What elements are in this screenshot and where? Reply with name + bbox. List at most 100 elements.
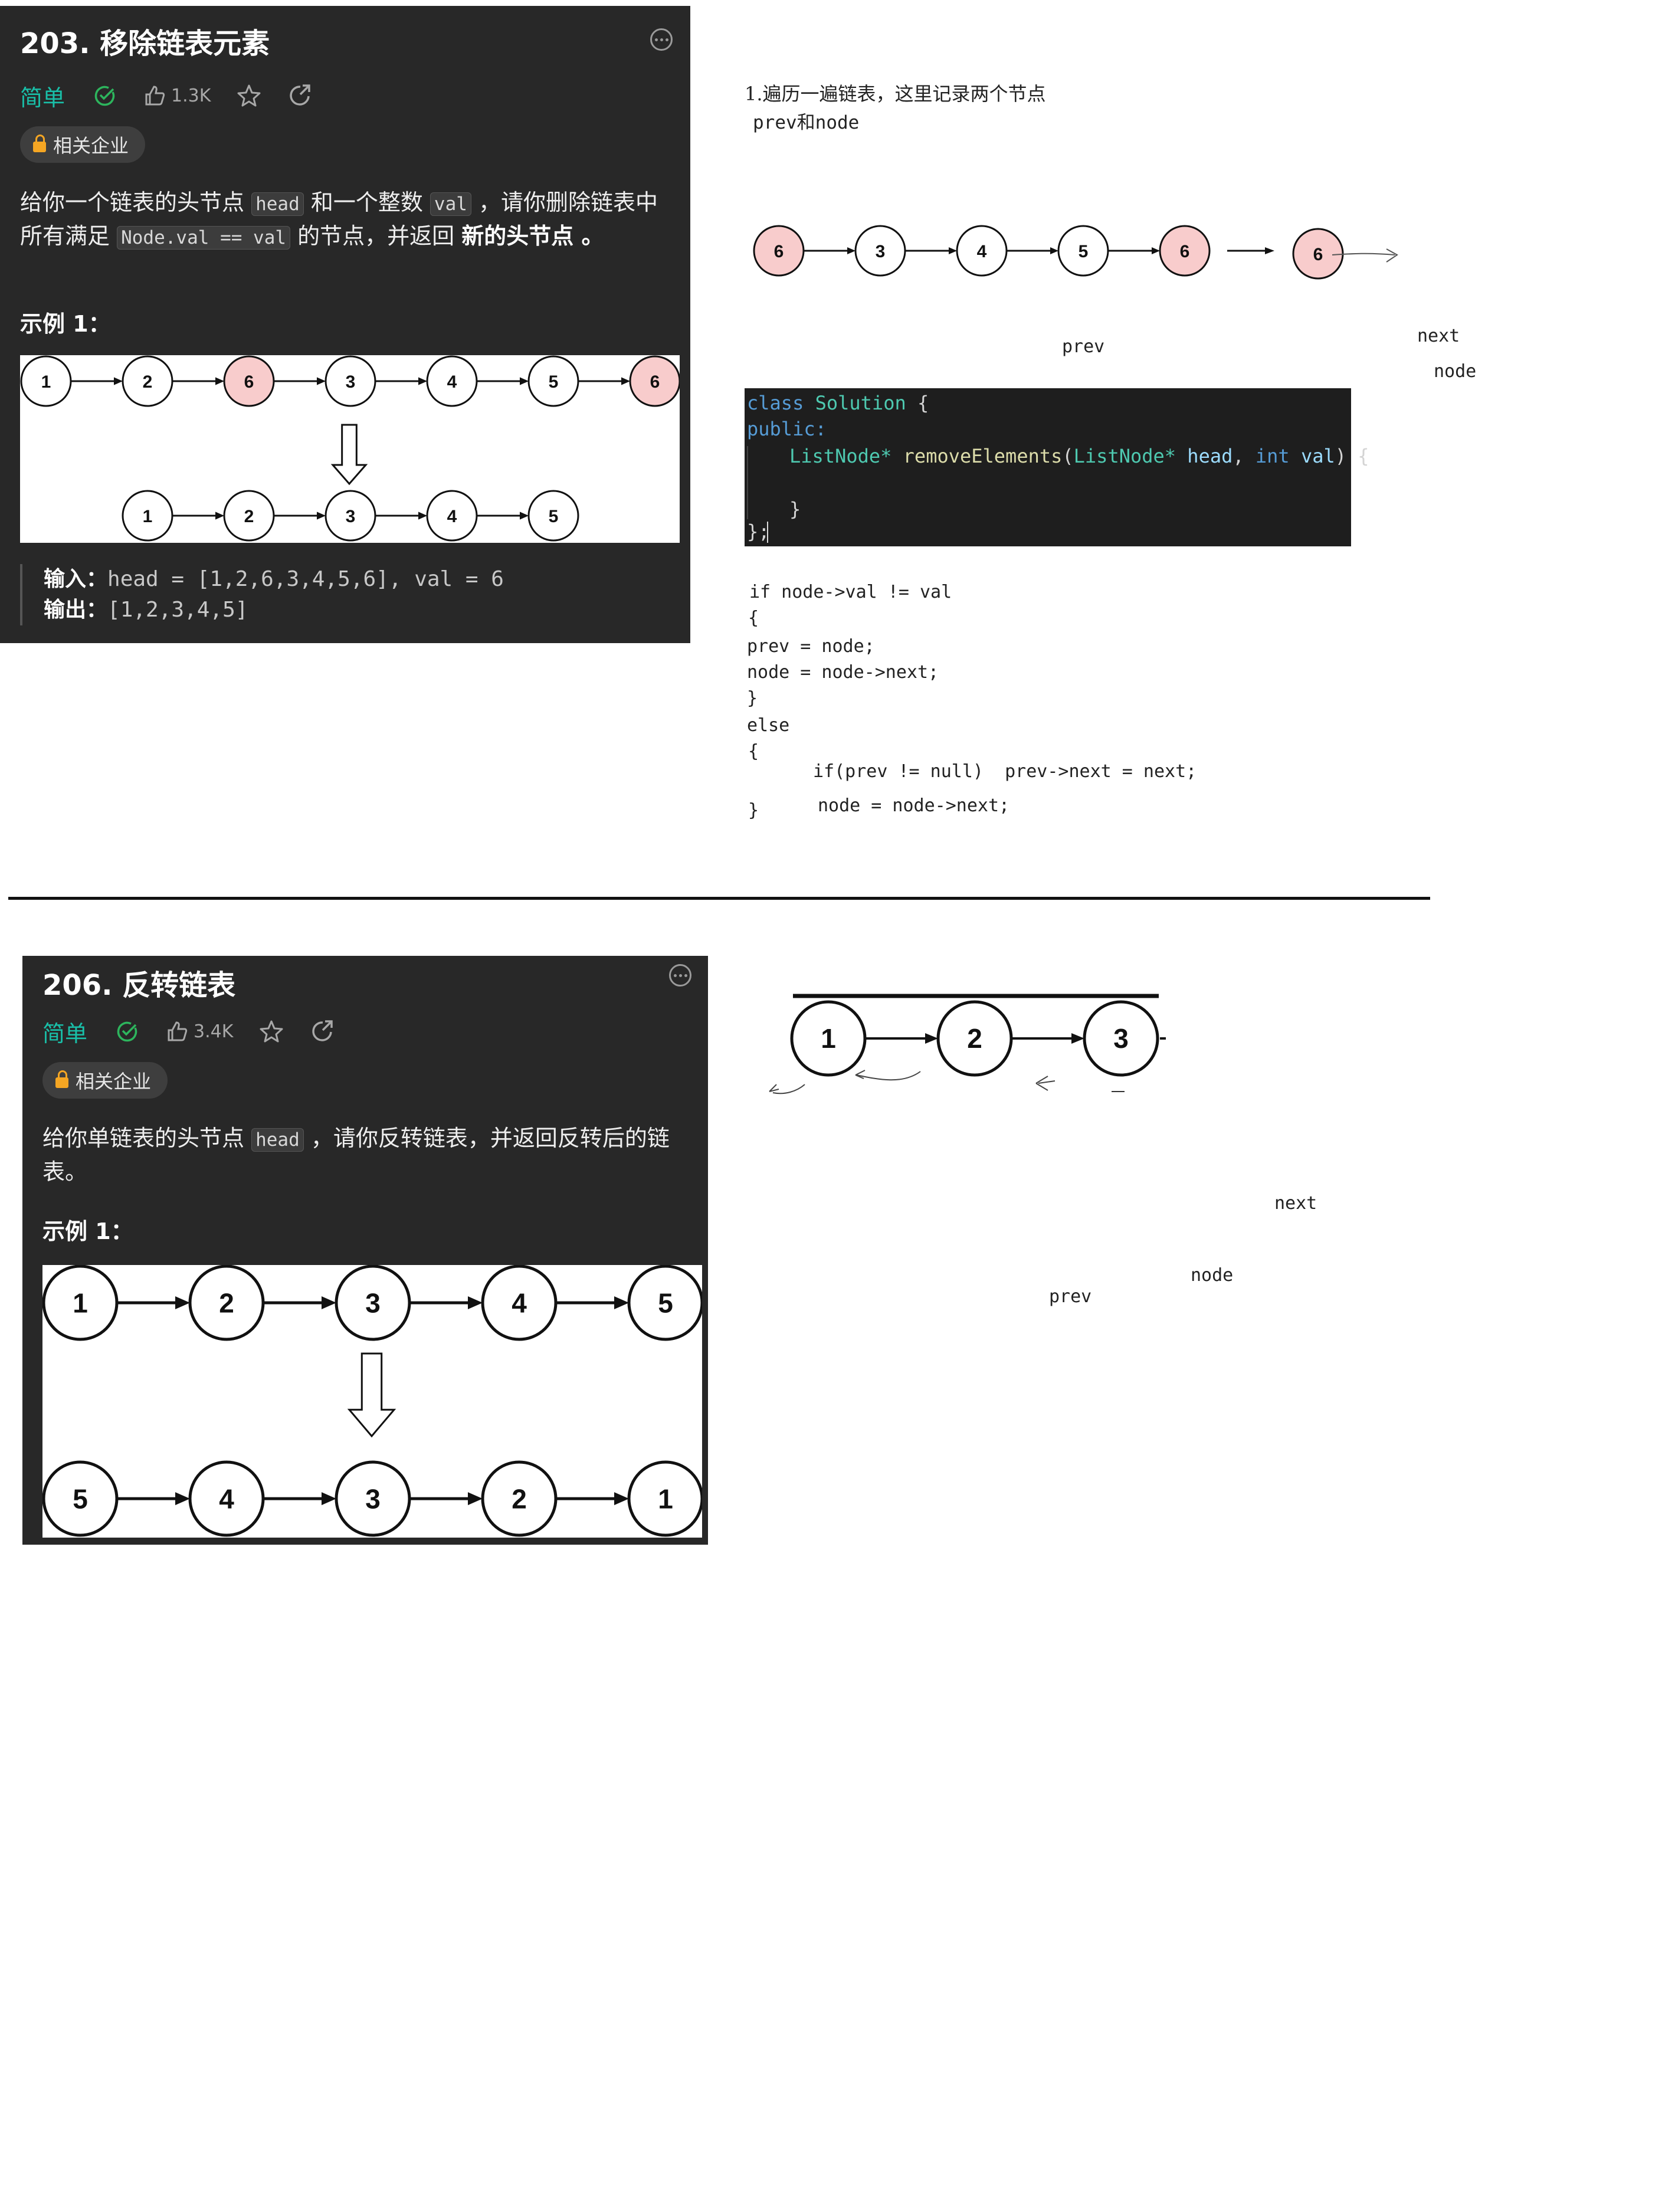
list-node-label: 5 — [658, 1288, 673, 1319]
sketch-back-arrow — [1035, 1076, 1056, 1091]
list-node — [122, 355, 173, 407]
arrow-head — [520, 512, 529, 520]
code-line-1: class Solution { — [747, 392, 929, 414]
pseudo-line-7: { — [748, 741, 759, 762]
list-node-label: 1 — [41, 372, 51, 392]
list-node — [335, 1460, 411, 1537]
sketch-node — [1159, 225, 1211, 277]
company-tag-button[interactable]: 相关企业 — [20, 126, 146, 163]
solved-check-icon — [93, 84, 117, 107]
code-param: head — [1187, 445, 1233, 467]
like-count: 1.3K — [171, 85, 211, 106]
arrow-head — [614, 1492, 629, 1505]
desc-text: 的节点，并返回 — [290, 223, 462, 249]
list-node — [324, 355, 376, 407]
sketch-node-label: 5 — [1079, 242, 1089, 261]
list-node — [426, 490, 478, 542]
code-line-6: }; — [747, 520, 770, 543]
desc-text: 给你单链表的头节点 — [42, 1125, 252, 1151]
thumbs-up-icon — [168, 1021, 188, 1041]
like-button[interactable]: 3.4K — [165, 1020, 233, 1043]
company-tag-button[interactable]: 相关企业 — [42, 1062, 168, 1099]
problem-206-card: 206. 反转链表 简单 3.4K 相关企业 给你单链表的头节点 head ，请… — [22, 956, 708, 1545]
share-icon[interactable] — [310, 1019, 335, 1044]
note-label-next: next — [1274, 1193, 1317, 1214]
list-node-label: 3 — [346, 372, 356, 392]
list-node — [527, 490, 579, 542]
share-icon[interactable] — [287, 83, 312, 108]
pseudo-line-2: { — [748, 608, 759, 628]
problem-description: 给你单链表的头节点 head ，请你反转链表，并返回反转后的链表。 — [42, 1122, 697, 1188]
pseudo-line-9: } — [748, 800, 759, 821]
more-icon[interactable] — [669, 964, 691, 987]
code-text: , — [1233, 445, 1256, 467]
code-node-val: Node.val == val — [117, 226, 291, 250]
arrow-head — [847, 247, 855, 254]
lock-icon — [55, 1070, 68, 1088]
pseudo-line-3: prev = node; — [747, 636, 875, 657]
code-keyword: class — [747, 392, 804, 414]
star-icon[interactable] — [259, 1019, 284, 1044]
note-line-2: prev和node — [753, 112, 860, 133]
arrow-head — [322, 1296, 336, 1309]
down-arrow-icon — [347, 1352, 396, 1438]
arrow-head — [317, 377, 326, 385]
list-node-label: 1 — [658, 1484, 673, 1515]
input-value: head = [1,2,6,3,4,5,6], val = 6 — [107, 567, 504, 591]
list-node — [42, 1264, 119, 1341]
code-type: ListNode* — [1073, 445, 1176, 467]
problem-title: 203. 移除链表元素 — [20, 27, 270, 60]
like-button[interactable]: 1.3K — [143, 84, 211, 107]
list-node — [481, 1264, 558, 1341]
code-text: ) { — [1335, 445, 1369, 467]
text-cursor — [767, 522, 768, 543]
desc-text: ，请你删除链表中所有满足 — [20, 189, 658, 249]
note-line-1: 1.遍历一遍链表，这里记录两个节点 — [745, 83, 1046, 105]
list-node — [223, 355, 275, 407]
code-text: ( — [1062, 445, 1074, 467]
arrow-head — [468, 1296, 483, 1309]
arrow-head — [175, 1296, 190, 1309]
more-icon[interactable] — [650, 28, 673, 51]
arrow-head — [114, 377, 123, 385]
code-line-5: } — [789, 498, 801, 520]
example-title: 示例 1： — [42, 1218, 133, 1244]
arrow-head — [949, 247, 957, 254]
list-node-label: 4 — [512, 1288, 527, 1319]
list-node — [188, 1460, 265, 1537]
difficulty-badge[interactable]: 简单 — [20, 84, 65, 111]
input-line: 输入：head = [1,2,6,3,4,5,6], val = 6 — [44, 564, 504, 595]
output-label: 输出： — [44, 598, 108, 622]
list-node-label: 6 — [244, 372, 254, 392]
output-value: [1,2,3,4,5] — [107, 598, 248, 622]
list-node-label: 2 — [143, 372, 153, 392]
list-node — [188, 1264, 265, 1341]
arrow-head — [322, 1492, 336, 1505]
list-node-label: 5 — [549, 507, 559, 526]
desc-bold: 新的头节点 — [461, 223, 574, 249]
star-icon[interactable] — [237, 83, 261, 108]
list-node-label: 2 — [244, 507, 254, 526]
list-node — [481, 1460, 558, 1537]
problem-meta: 简单 1.3K — [20, 78, 338, 113]
input-label: 输入： — [44, 567, 108, 591]
example-title: 示例 1： — [20, 311, 111, 337]
list-node — [122, 490, 173, 542]
difficulty-badge[interactable]: 简单 — [42, 1020, 88, 1047]
note-label-next: next — [1417, 326, 1460, 346]
arrow-head — [614, 1296, 629, 1309]
problem-title: 206. 反转链表 — [42, 969, 236, 1002]
code-text: { — [906, 392, 929, 414]
code-editor[interactable]: class Solution { public: ListNode* remov… — [745, 388, 1369, 546]
list-node-label: 4 — [447, 372, 457, 392]
code-keyword: public: — [747, 418, 827, 440]
list-node-label: 4 — [447, 507, 457, 526]
desc-text: 。 — [573, 223, 604, 249]
list-node — [20, 355, 72, 407]
list-node — [324, 490, 376, 542]
code-type: ListNode* — [789, 445, 892, 467]
